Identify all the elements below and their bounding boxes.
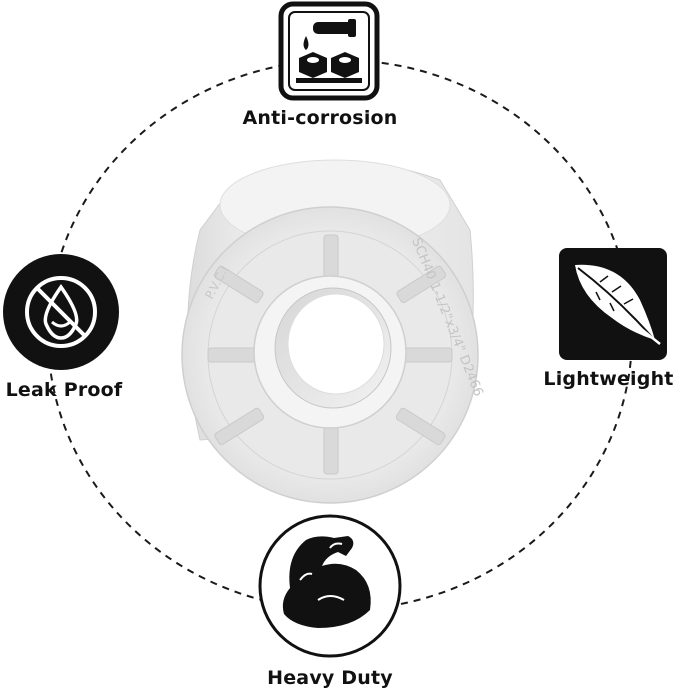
anti-corrosion-label: Anti-corrosion <box>242 107 398 129</box>
lightweight-label: Lightweight <box>543 368 674 390</box>
heavy-duty-label: Heavy Duty <box>267 667 393 689</box>
leak-proof-label: Leak Proof <box>5 379 123 401</box>
anti-corrosion-icon <box>278 1 380 101</box>
no-water-drop-icon <box>3 254 119 370</box>
flexed-arm-icon <box>258 514 402 658</box>
feather-icon <box>559 248 667 360</box>
pvc-bushing-photo: SCH40 1-1/2"x3/4" D2466 P.V.C.I <box>181 159 486 504</box>
